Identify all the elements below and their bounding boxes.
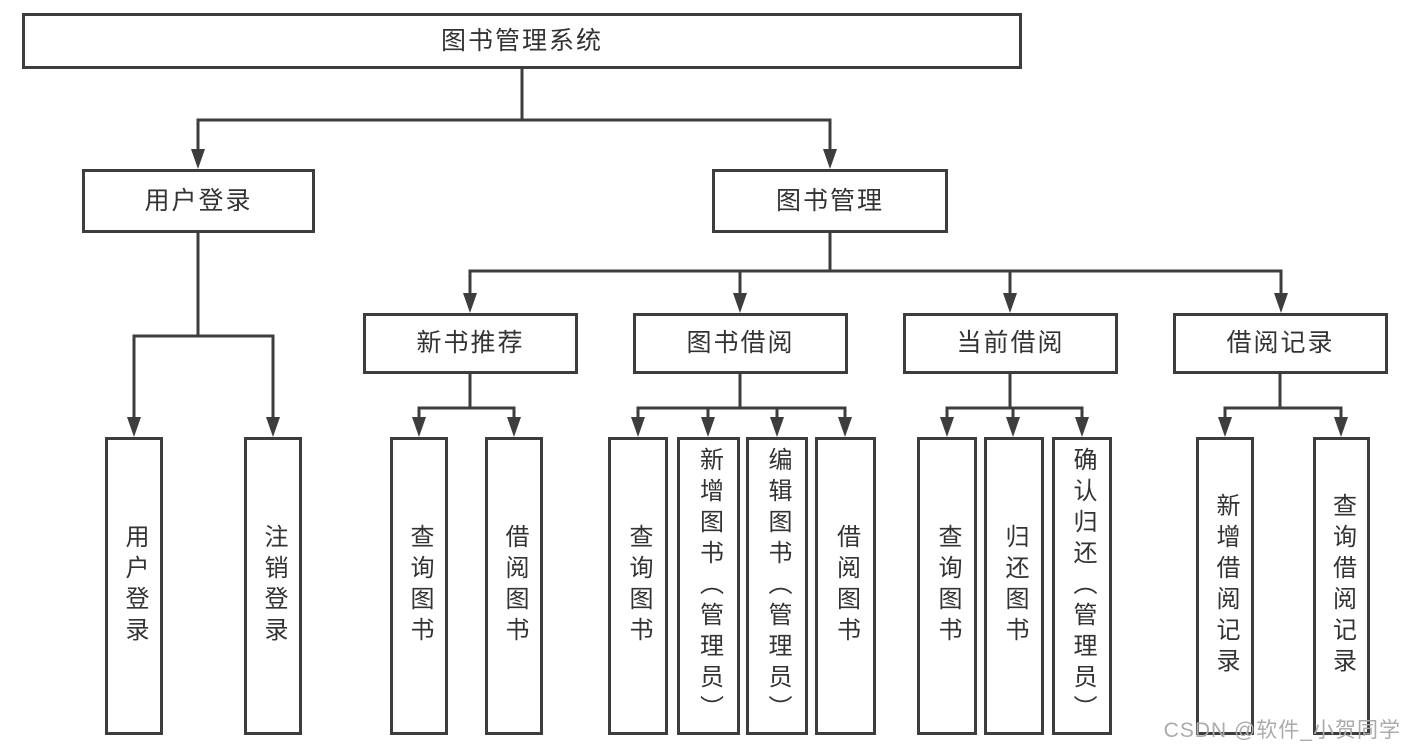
arrow-head — [823, 149, 837, 169]
leaf-logout: 注销登录 — [244, 437, 302, 735]
leaf-query-borrow-record: 查询借阅记录 — [1313, 437, 1370, 735]
arrow-head — [412, 417, 426, 437]
leaf-query-book-1: 查询图书 — [390, 437, 448, 735]
leaf-add-borrow-record: 新增借阅记录 — [1196, 437, 1254, 735]
arrow-head — [1006, 417, 1020, 437]
leaf-query-book-2: 查询图书 — [608, 437, 668, 735]
arrow-head — [463, 293, 477, 313]
arrow-head — [838, 417, 852, 437]
arrow-head — [1274, 293, 1288, 313]
node-user-login: 用户登录 — [82, 169, 315, 233]
connector-line — [945, 406, 1084, 418]
leaf-confirm-return-admin: 确认归还（管理员） — [1052, 437, 1112, 735]
leaf-edit-book-admin: 编辑图书（管理员） — [746, 437, 808, 735]
connector-line — [636, 406, 847, 418]
arrow-head — [631, 417, 645, 437]
leaf-query-book-3: 查询图书 — [917, 437, 977, 735]
arrow-head — [701, 417, 715, 437]
arrow-head — [266, 417, 280, 437]
node-root: 图书管理系统 — [22, 13, 1022, 69]
leaf-borrow-book-1: 借阅图书 — [485, 437, 543, 735]
group-new-book-recommend: 新书推荐 — [363, 313, 578, 374]
connector-line — [417, 406, 516, 418]
csdn-watermark: CSDN @软件_小贺同学 — [1163, 719, 1401, 742]
arrow-head — [1003, 293, 1017, 313]
arrow-head — [191, 149, 205, 169]
connector-line — [132, 334, 275, 418]
group-book-borrow: 图书借阅 — [633, 313, 848, 374]
node-book-management: 图书管理 — [712, 169, 948, 233]
arrow-head — [1218, 417, 1232, 437]
arrow-head — [507, 417, 521, 437]
arrow-head — [733, 293, 747, 313]
arrow-head — [1075, 417, 1089, 437]
group-borrow-records: 借阅记录 — [1173, 313, 1388, 374]
arrow-head — [127, 417, 141, 437]
group-current-borrow: 当前借阅 — [903, 313, 1118, 374]
connector-line — [196, 118, 832, 150]
leaf-user-login: 用户登录 — [105, 437, 163, 735]
connector-line — [468, 269, 1283, 294]
connector-line — [1223, 406, 1343, 418]
arrow-head — [770, 417, 784, 437]
leaf-borrow-book-2: 借阅图书 — [815, 437, 876, 735]
leaf-return-book: 归还图书 — [984, 437, 1044, 735]
leaf-add-book-admin: 新增图书（管理员） — [677, 437, 740, 735]
arrow-head — [1334, 417, 1348, 437]
arrow-head — [940, 417, 954, 437]
